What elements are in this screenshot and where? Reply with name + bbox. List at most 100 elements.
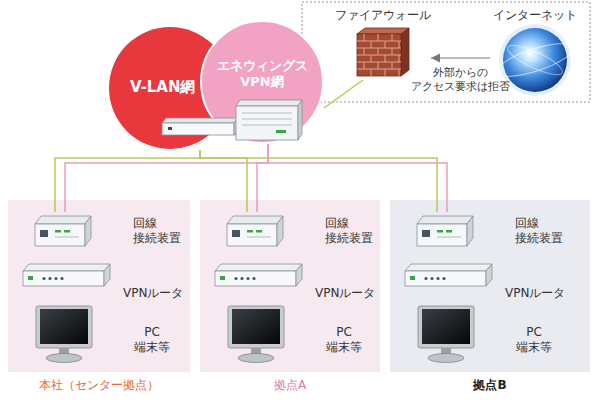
line-terminal-icon: [225, 212, 285, 252]
brick-mortar: [399, 69, 400, 76]
monitor-frame: [228, 306, 284, 348]
monitor-screen: [232, 309, 280, 344]
router-stripe: [242, 113, 292, 114]
device-node: PC 端末等: [415, 303, 565, 367]
device-jack: [422, 230, 430, 237]
device-side: [486, 264, 492, 286]
device-port: [54, 277, 57, 280]
device-port: [234, 277, 237, 280]
device-led: [446, 230, 452, 233]
switch-front: [162, 123, 234, 135]
brick-mortar: [378, 48, 379, 55]
brick-mortar: [392, 62, 393, 69]
connector-line: [55, 150, 200, 212]
device-node: VPNルータ: [404, 258, 564, 304]
line-terminal-icon: [33, 212, 93, 252]
router-stripe: [242, 119, 292, 120]
brick-mortar: [399, 55, 400, 62]
site-panel: 拠点A回線 接続装置VPNルータPC 端末等: [200, 200, 380, 397]
node-label: PC 端末等: [130, 325, 174, 355]
router-top: [236, 100, 302, 106]
device-led: [247, 230, 253, 233]
vpn-router-icon: [404, 262, 496, 292]
device-port: [252, 277, 255, 280]
device-node: VPNルータ: [22, 258, 182, 304]
device-top: [215, 264, 302, 271]
node-label: 回線 接続装置: [325, 216, 379, 246]
device-led: [55, 230, 61, 233]
device-port: [430, 277, 433, 280]
connector-line: [257, 144, 268, 212]
device-front: [215, 271, 296, 286]
brick-mortar: [392, 34, 393, 41]
device-front: [405, 271, 486, 286]
device-led: [437, 230, 443, 233]
device-port: [246, 277, 249, 280]
brick-mortar: [399, 41, 400, 48]
device-led: [220, 276, 225, 280]
brick-mortar: [371, 41, 372, 48]
device-top: [405, 264, 492, 271]
device-node: 回線 接続装置: [415, 212, 565, 254]
node-label: インターネット: [490, 8, 580, 23]
brick-top: [357, 28, 409, 34]
device-top: [417, 216, 473, 224]
brick-mortar: [385, 69, 386, 76]
device-front: [23, 271, 104, 286]
router-side: [298, 100, 302, 140]
device-front: [417, 224, 467, 246]
device-led: [410, 276, 415, 280]
device-led: [28, 276, 33, 280]
device-port: [436, 277, 439, 280]
device-node: 回線 接続装置: [33, 212, 183, 254]
device-side: [467, 216, 473, 246]
device-stripe: [247, 237, 271, 238]
brick-mortar: [357, 69, 401, 70]
globe-orbit: [494, 37, 577, 83]
connector-line: [268, 144, 447, 212]
device-side: [104, 264, 110, 286]
brick-mortar: [378, 34, 379, 41]
globe-orbit: [504, 40, 565, 80]
device-jack: [232, 230, 240, 237]
node-label: ファイアウォール: [335, 8, 431, 23]
node-label: VPNルータ: [505, 286, 565, 301]
node-label: 拠点B: [390, 378, 590, 393]
device-stripe: [55, 237, 79, 238]
device-stripe: [437, 237, 461, 238]
brick-mortar: [385, 55, 386, 62]
node-label: 回線 接続装置: [133, 216, 187, 246]
device-top: [23, 264, 110, 271]
brick-mortar: [357, 55, 401, 56]
brick-mortar: [378, 62, 379, 69]
brick-mortar: [364, 48, 365, 55]
monitor-base: [46, 354, 82, 363]
node-label: エネウィングス VPN網: [210, 58, 314, 91]
brick-mortar: [371, 55, 372, 62]
node-label: VPNルータ: [315, 286, 375, 301]
device-port: [48, 277, 51, 280]
device-jack: [40, 230, 48, 237]
connector-line: [200, 150, 437, 212]
monitor-base: [238, 354, 274, 363]
switch-light: [168, 127, 172, 130]
router-front: [236, 106, 298, 140]
node-label: 回線 接続装置: [515, 216, 569, 246]
site-panel: 拠点B 回線 接続装置 VPNルータ PC 端末等: [390, 200, 590, 397]
device-node: PC 端末等: [225, 303, 375, 367]
pc-monitor-icon: [225, 303, 287, 365]
monitor-base: [428, 354, 464, 363]
node-label: 本社（センター拠点）: [8, 378, 190, 393]
globe: [503, 28, 567, 92]
connector-line: [431, 57, 490, 58]
line-terminal-icon: [415, 212, 475, 252]
switch-top: [162, 118, 238, 123]
device-led: [256, 230, 262, 233]
firewall-node: ファイアウォール: [335, 8, 431, 80]
pc-monitor-icon: [415, 303, 477, 365]
brick-side: [401, 28, 409, 76]
site-panel: 本社（センター拠点）回線 接続装置VPNルータPC 端末等: [8, 200, 190, 397]
